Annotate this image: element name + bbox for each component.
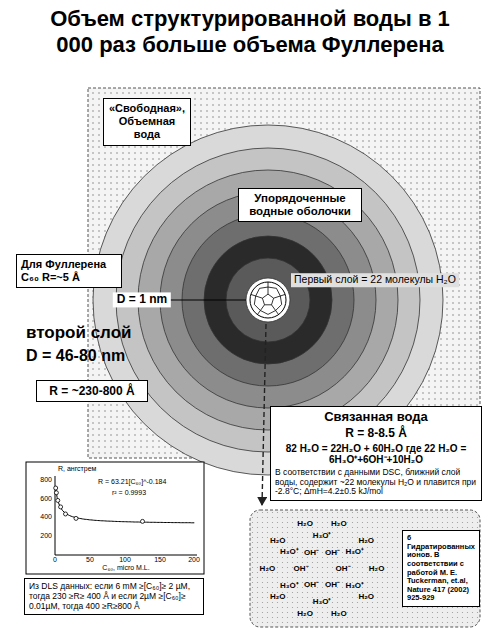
layer-label: второй слой xyxy=(26,324,132,343)
reference-box: 6 Гидратированных ионов. В соответствии … xyxy=(402,530,480,607)
stroke xyxy=(280,294,285,296)
zoom-panel xyxy=(250,510,480,627)
stroke xyxy=(271,305,275,311)
node-text: Для Фуллерена C₆₀ R=~5 Å xyxy=(21,258,117,284)
tick-label: 100 xyxy=(119,556,131,564)
ion-label: H₂O xyxy=(297,519,313,528)
ion-label: H₃O⁺ xyxy=(313,598,332,607)
plot-point xyxy=(56,498,60,502)
ion-label: H₃O⁺ xyxy=(345,581,364,590)
ion-label: OH⁻ xyxy=(294,565,309,574)
stroke xyxy=(260,287,268,288)
stroke xyxy=(268,310,276,314)
info-box: Связанная вода R = 8-8.5 Å 82 H₂O = 22H₂O … xyxy=(270,406,482,501)
ion-label: H₃O⁺ xyxy=(280,548,299,557)
node-text: Из DLS данных: если 6 mM ≥[C₆₀]≥ 2 µM, т… xyxy=(29,582,199,611)
ion-label: H₃O⁺ xyxy=(345,548,364,557)
graph-curve xyxy=(54,486,195,523)
stroke xyxy=(256,288,260,296)
stroke xyxy=(276,310,279,314)
stroke xyxy=(276,304,282,310)
ion-label: OH⁻ xyxy=(325,549,340,558)
label-box: «Свободная», Объемная вода xyxy=(103,98,191,146)
node-body: R = 8-8.5 Å xyxy=(275,427,477,441)
node-text: R = ~230-800 Å xyxy=(41,384,143,398)
tick-label: 50 xyxy=(86,556,94,564)
label-box: Упорядоченные водные оболочки xyxy=(238,188,362,222)
dimension: D = 1 nm xyxy=(113,292,171,307)
stroke xyxy=(254,296,255,304)
plot-point xyxy=(64,512,68,516)
stroke xyxy=(268,287,269,294)
ion-label: H₂O xyxy=(270,593,286,602)
tick-label: 0 xyxy=(53,556,57,564)
plot-point xyxy=(54,491,58,495)
node-text: «Свободная», Объемная вода xyxy=(108,102,186,142)
stroke xyxy=(256,296,263,298)
axis-title: R, ангстрем xyxy=(58,465,96,473)
ion-label: H₂O xyxy=(369,565,385,574)
graph-frame xyxy=(26,462,204,574)
ion-label: H₃O⁺ xyxy=(313,531,332,540)
stroke xyxy=(251,294,256,296)
node-body: 82 H₂O = 22H₂O + 60H₂O где 22 H₂O = 6H₃O… xyxy=(275,443,477,466)
tick-label: 600 xyxy=(40,495,52,503)
ion-label: H₂O xyxy=(358,593,374,602)
tick-label: 800 xyxy=(40,476,52,484)
stroke xyxy=(260,305,264,311)
stroke xyxy=(276,288,280,296)
stroke xyxy=(260,310,268,314)
dimension: D = 46-80 nm xyxy=(26,347,125,365)
ion-label: OH⁻ xyxy=(325,581,340,590)
ion-label: OH⁻ xyxy=(304,581,319,590)
layer-label: Первый слой = 22 молекулы H₂O xyxy=(291,273,459,287)
node-text: Упорядоченные водные оболочки xyxy=(243,192,357,218)
tick-label: 150 xyxy=(154,556,166,564)
ion-label: OH⁻ xyxy=(304,549,319,558)
note-box: Из DLS данных: если 6 mM ≥[C₆₀]≥ 2 µM, т… xyxy=(24,578,204,615)
ion-label: H₂O xyxy=(358,536,374,545)
ion-label: H₂O xyxy=(331,519,347,528)
stroke xyxy=(268,287,276,288)
fit-quality: r² = 0.9993 xyxy=(112,489,146,497)
stroke xyxy=(56,488,195,523)
stroke xyxy=(254,304,260,310)
fit-equation: R = 63.21[C₆₀]^-0.184 xyxy=(98,478,166,486)
stroke xyxy=(257,310,260,314)
zoom-arrow xyxy=(262,324,266,505)
label-box: R = ~230-800 Å xyxy=(36,380,148,402)
axis-title: C₆₀, micro M.L. xyxy=(102,564,149,572)
plot-point xyxy=(54,486,58,490)
plot-point xyxy=(141,519,145,523)
plot-point xyxy=(74,516,78,520)
tick-label: 200 xyxy=(188,556,200,564)
node-text: 6 Гидратированных ионов. В соответствии … xyxy=(407,534,475,603)
stroke xyxy=(262,294,273,305)
node-body: В соответствии с данными DSC, ближний сл… xyxy=(275,468,477,497)
ion-label: H₂O xyxy=(297,610,313,619)
tick-label: 200 xyxy=(40,532,52,540)
stroke xyxy=(274,296,281,298)
graph-axes xyxy=(55,476,197,555)
ion-label: OH⁻ xyxy=(336,565,351,574)
page-title: Объем структурированной воды в 1 000 раз… xyxy=(50,6,450,59)
tick-label: 400 xyxy=(40,513,52,521)
ion-label: H₂O xyxy=(331,610,347,619)
plot-point xyxy=(250,282,286,318)
ion-label: H₂O xyxy=(260,565,276,574)
label-box: Для Фуллерена C₆₀ R=~5 Å xyxy=(16,254,122,288)
ion-label: H₂O xyxy=(270,536,286,545)
plot-point xyxy=(59,505,63,509)
stroke xyxy=(268,282,269,287)
ion-label: H₃O⁺ xyxy=(280,581,299,590)
stroke xyxy=(280,296,281,304)
node-text: Связанная вода xyxy=(275,410,477,425)
